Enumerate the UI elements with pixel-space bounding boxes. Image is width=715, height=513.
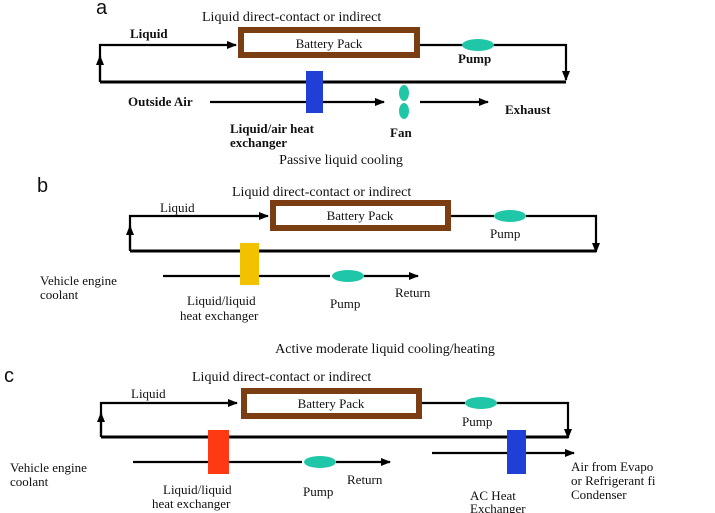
panel-a-battery-label: Battery Pack: [296, 36, 363, 51]
panel-a-letter: a: [96, 0, 108, 19]
panel-b-exchanger-label-2: heat exchanger: [180, 308, 259, 323]
panel-b-liquid-liquid-heat-exchanger: [240, 243, 259, 285]
panel-a-liquid-air-heat-exchanger: [306, 71, 323, 113]
panel-a-pump-label: Pump: [458, 51, 491, 66]
panel-c-mode-label: Liquid direct-contact or indirect: [192, 370, 371, 385]
panel-c-coolant-label-1: Vehicle engine: [10, 460, 87, 475]
panel-b-coolant-label-2: coolant: [40, 287, 79, 302]
panel-a-exchanger-label-2: exchanger: [230, 135, 287, 150]
panel-a-liquid-label: Liquid: [130, 26, 168, 41]
panel-c: c Liquid direct-contact or indirect Liqu…: [4, 365, 656, 513]
panel-c-battery-label: Battery Pack: [298, 396, 365, 411]
panel-b: b Liquid direct-contact or indirect Liqu…: [37, 175, 600, 357]
panel-b-liquid-label: Liquid: [160, 200, 195, 215]
panel-c-pump2-label: Pump: [303, 484, 333, 499]
panel-b-return-pump-icon: [332, 270, 364, 282]
panel-c-exchanger-label-1: Liquid/liquid: [163, 482, 232, 497]
panel-b-return-down-arrow: [526, 214, 600, 253]
panel-b-battery-label: Battery Pack: [327, 208, 394, 223]
panel-c-pump-icon: [465, 397, 497, 409]
panel-a-fan-icon: [399, 85, 409, 119]
panel-a-pump-icon: [462, 39, 494, 51]
panel-b-exchanger-label-1: Liquid/liquid: [187, 293, 256, 308]
panel-a-exhaust-label: Exhaust: [505, 102, 551, 117]
panel-c-return-label: Return: [347, 472, 383, 487]
panel-c-ac-heat-exchanger: [507, 430, 526, 474]
panel-a-caption: Passive liquid cooling: [279, 153, 403, 168]
panel-b-battery-pack: [270, 200, 451, 231]
panel-b-caption: Active moderate liquid cooling/heating: [275, 342, 495, 357]
panel-c-ac-label-2: Exchanger: [470, 501, 526, 513]
panel-c-ac-label-1: AC Heat: [470, 488, 516, 503]
panel-c-letter: c: [4, 365, 14, 387]
panel-a-exchanger-label-1: Liquid/air heat: [230, 121, 315, 136]
panel-c-pump-label: Pump: [462, 414, 492, 429]
panel-c-liquid-label: Liquid: [131, 386, 166, 401]
panel-b-pump2-label: Pump: [330, 296, 360, 311]
panel-a-battery-pack: [238, 27, 420, 58]
panel-a-outside-air-label: Outside Air: [128, 94, 193, 109]
panel-b-coolant-label-1: Vehicle engine: [40, 273, 117, 288]
panel-b-pump-icon: [494, 210, 526, 222]
panel-c-air-label-3: Condenser: [571, 487, 627, 502]
panel-c-coolant-label-2: coolant: [10, 474, 49, 489]
panel-a: a Liquid direct-contact or indirect Liqu…: [96, 0, 570, 168]
panel-a-fan-label: Fan: [390, 125, 412, 140]
panel-a-liquid-inflow-arrow: [98, 41, 237, 82]
panel-c-return-pump-icon: [304, 456, 336, 468]
panel-c-battery-pack: [241, 388, 422, 419]
panel-b-mode-label: Liquid direct-contact or indirect: [232, 185, 411, 200]
panel-a-mode-label: Liquid direct-contact or indirect: [202, 10, 381, 25]
panel-c-liquid-liquid-heat-exchanger: [208, 430, 229, 474]
panel-a-return-down-arrow: [492, 43, 570, 81]
panel-c-air-label-2: or Refrigerant fi: [571, 473, 656, 488]
panel-c-exchanger-label-2: heat exchanger: [152, 496, 231, 511]
panel-b-letter: b: [37, 175, 48, 197]
panel-c-return-down-arrow: [496, 401, 572, 439]
panel-b-pump-label: Pump: [490, 226, 520, 241]
panel-c-air-label-1: Air from Evapo: [571, 459, 653, 474]
panel-b-return-label: Return: [395, 285, 431, 300]
